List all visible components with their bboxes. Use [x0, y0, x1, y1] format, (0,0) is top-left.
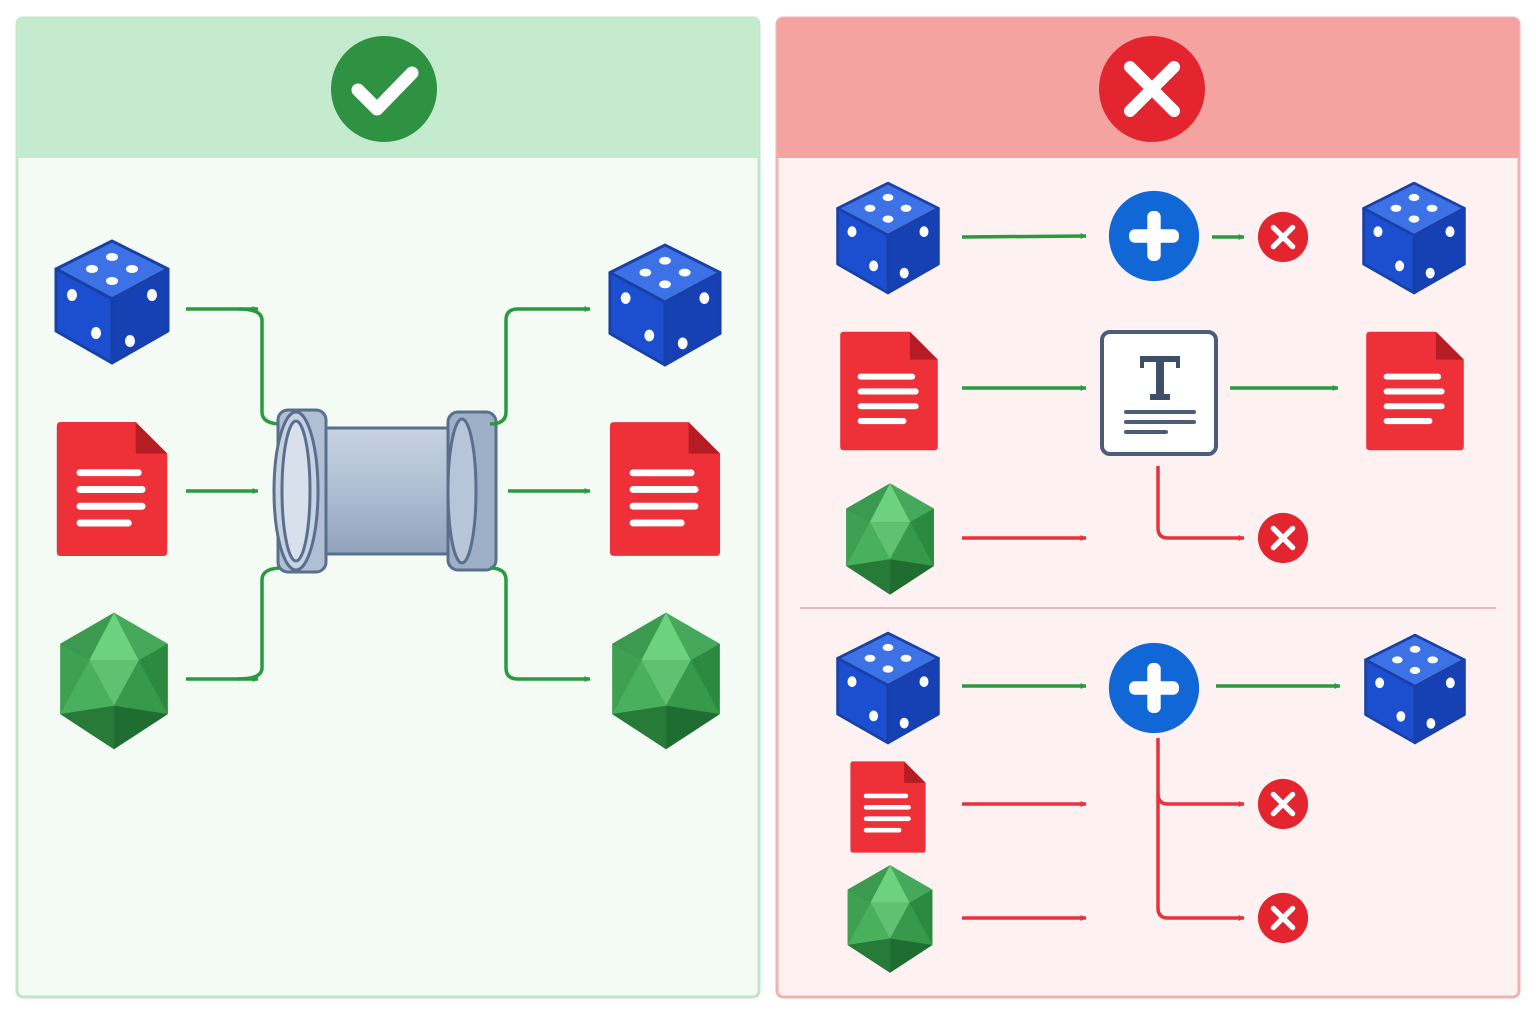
- bad-panel: [775, 16, 1521, 999]
- connector-gem-to-adapter: [237, 566, 283, 681]
- cross-icon: [1099, 36, 1205, 142]
- ex2-reject-icon-doc: [1258, 779, 1308, 829]
- output-document-icon: [609, 422, 721, 556]
- ex2-reject-icon-gem: [1258, 893, 1308, 943]
- ex1-reject-icon-die: [1258, 212, 1308, 262]
- ex1-plus-icon: [1108, 190, 1200, 282]
- ex2-input-document-icon: [850, 761, 926, 853]
- input-document-icon: [56, 421, 168, 557]
- connector-adapter-to-die: [489, 306, 591, 426]
- ex1-arrow-text-to-reject: [1156, 466, 1245, 541]
- ex1-reject-icon-gem: [1258, 513, 1308, 563]
- good-output-arrows: [489, 306, 591, 682]
- connector-adapter-to-gem: [489, 566, 591, 682]
- ex2-branch-to-reject-doc: [1156, 793, 1245, 807]
- ex1-output-document-icon: [1366, 331, 1464, 451]
- connector-die-to-adapter: [237, 307, 283, 426]
- good-panel: [15, 16, 761, 999]
- bad-example-2: [836, 631, 1466, 973]
- ex2-branch-trunk: [1156, 738, 1245, 921]
- ex1-arrow-die-to-plus: [961, 233, 1087, 240]
- cylinder-adapter-icon: [272, 408, 498, 574]
- ex2-plus-icon: [1108, 642, 1200, 734]
- text-format-icon: [1100, 330, 1218, 456]
- ex1-input-document-icon: [840, 331, 938, 451]
- check-icon: [331, 36, 437, 142]
- good-input-arrows: [186, 306, 283, 682]
- bad-example-1: [836, 181, 1466, 595]
